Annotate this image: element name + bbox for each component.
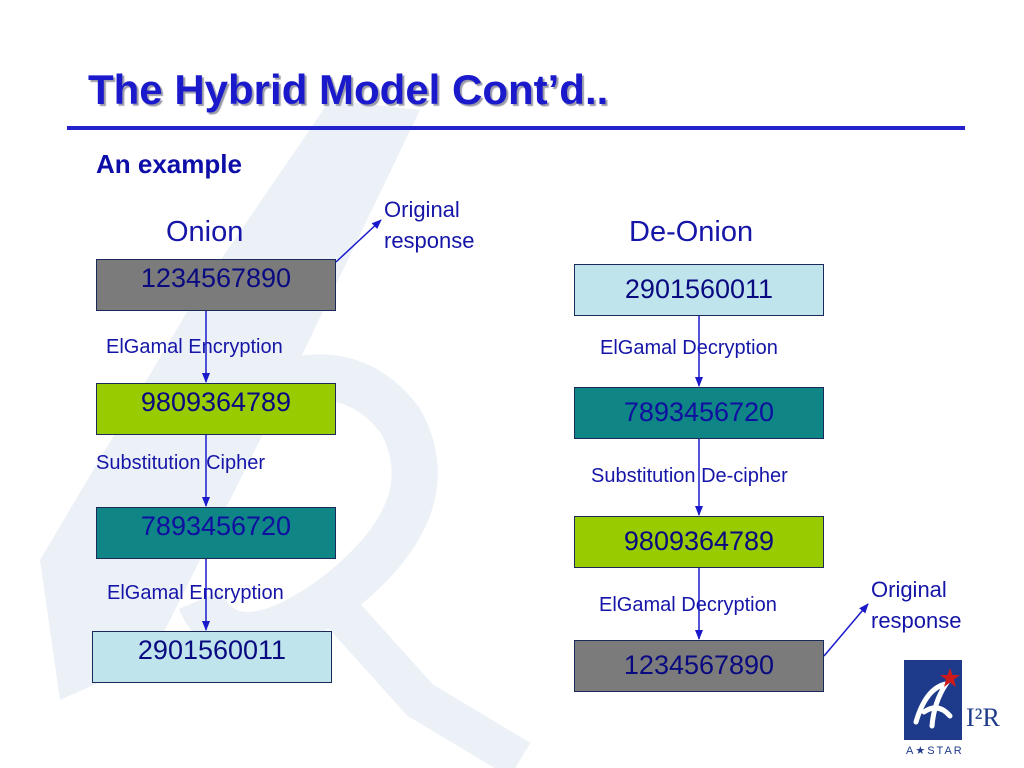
onion-box-after-elgamal: 9809364789 xyxy=(96,383,336,435)
de-onion-step-elgamal-decryption-2: ElGamal Decryption xyxy=(599,594,777,616)
de-onion-note-line-1: Original xyxy=(871,577,947,602)
logo-brand-text: I²R xyxy=(966,703,1000,732)
de-onion-box-recovered: 1234567890 xyxy=(574,640,824,692)
de-onion-note-line-2: response xyxy=(871,608,962,633)
de-onion-box-after-elgamal: 7893456720 xyxy=(574,387,824,439)
de-onion-original-response-note: Original response xyxy=(871,574,962,636)
onion-step-elgamal-encryption-2: ElGamal Encryption xyxy=(107,582,284,604)
title-underline xyxy=(67,126,965,130)
onion-box-plaintext: 1234567890 xyxy=(96,259,336,311)
logo-org-text: A★STAR xyxy=(906,745,964,757)
de-onion-box-after-substitution: 9809364789 xyxy=(574,516,824,568)
onion-note-line-1: Original xyxy=(384,197,460,222)
slide-subtitle: An example xyxy=(96,149,242,179)
watermark-tail xyxy=(315,586,531,768)
logo-star-icon xyxy=(940,668,960,687)
de-onion-box-received: 2901560011 xyxy=(574,264,824,316)
onion-note-line-2: response xyxy=(384,228,475,253)
astar-i2r-logo: I²R A★STAR xyxy=(904,660,1000,757)
onion-step-substitution-cipher: Substitution Cipher xyxy=(96,452,265,474)
onion-box-after-substitution: 7893456720 xyxy=(96,507,336,559)
slide-title: The Hybrid Model Cont’d.. xyxy=(88,66,609,113)
de-onion-step-substitution-decipher: Substitution De-cipher xyxy=(591,465,788,487)
onion-heading: Onion xyxy=(166,216,244,248)
de-onion-step-elgamal-decryption-1: ElGamal Decryption xyxy=(600,337,778,359)
onion-box-final: 2901560011 xyxy=(92,631,332,683)
onion-original-response-note: Original response xyxy=(384,194,475,256)
de-onion-heading: De-Onion xyxy=(629,216,754,248)
onion-step-elgamal-encryption-1: ElGamal Encryption xyxy=(106,336,283,358)
